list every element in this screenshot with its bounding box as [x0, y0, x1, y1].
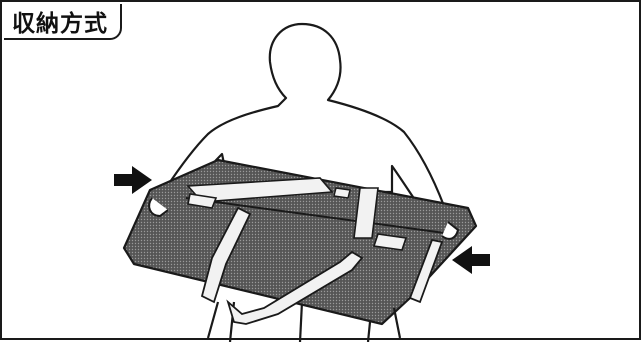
- arrow-right-icon: [114, 166, 152, 194]
- arrow-left-icon: [452, 246, 490, 274]
- section-title: 収納方式: [4, 4, 122, 40]
